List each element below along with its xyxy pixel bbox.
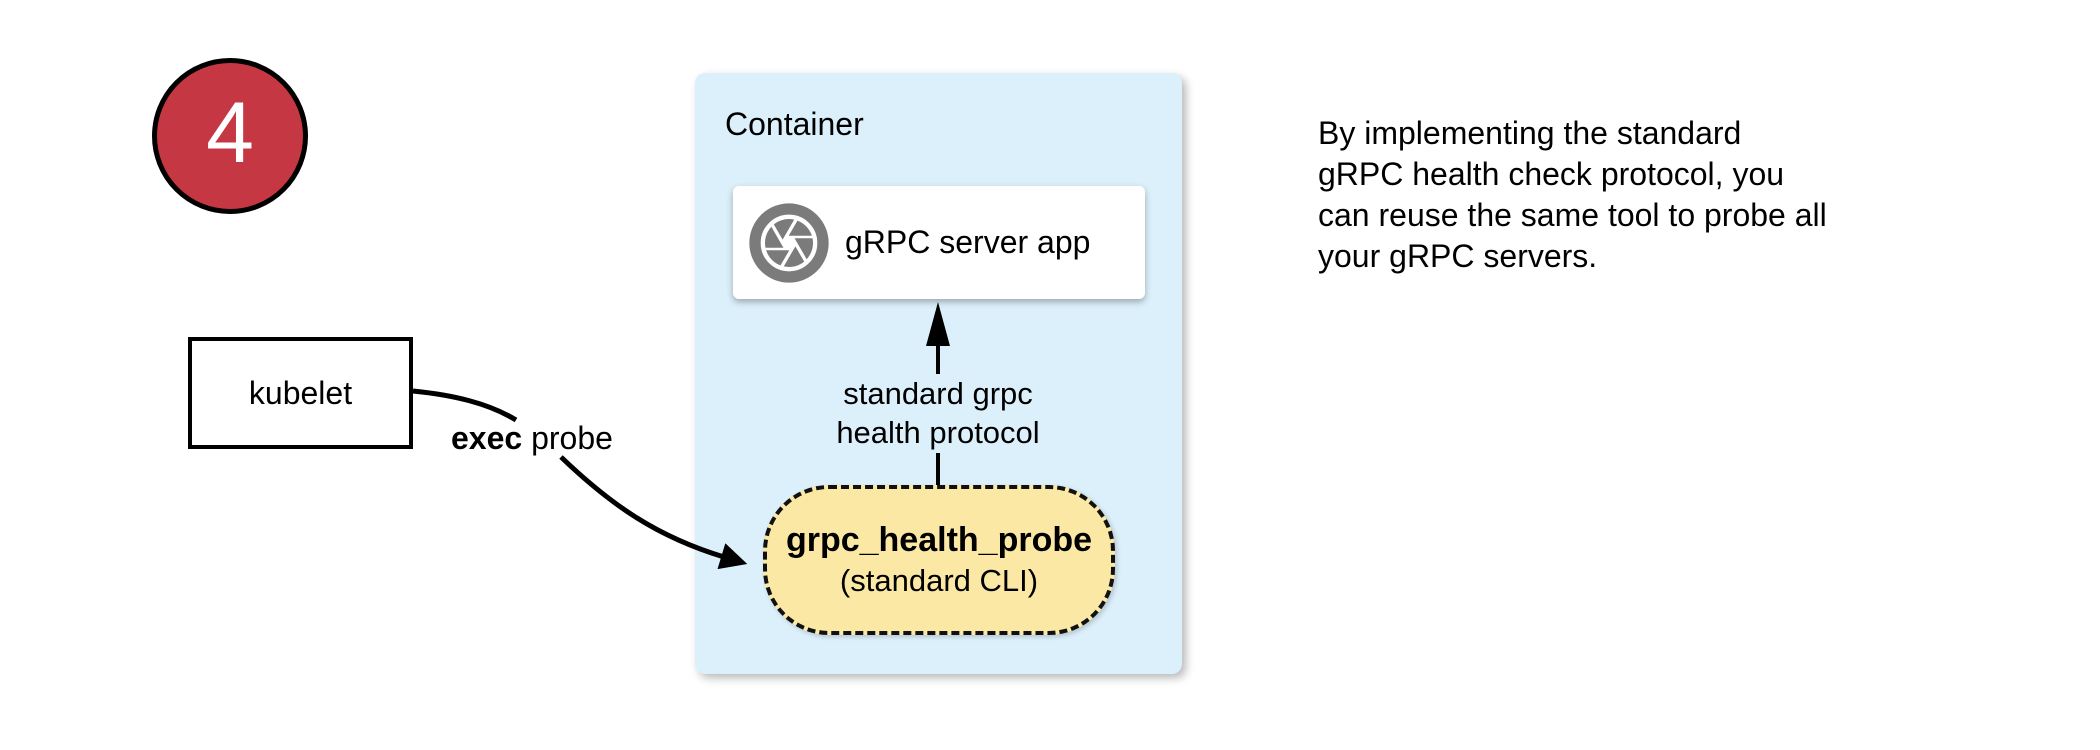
kubelet-label: kubelet: [248, 374, 353, 411]
exec-probe-arrow-segment-1: [412, 388, 518, 423]
container-box: Container gRPC server app standard grpc …: [695, 73, 1182, 674]
grpc-aperture-icon: [749, 202, 829, 283]
grpc-server-box: gRPC server app: [733, 186, 1145, 299]
grpc-health-probe-title: grpc_health_probe: [785, 521, 1093, 559]
step-badge: 4: [152, 58, 308, 214]
kubelet-box: kubelet: [188, 337, 413, 449]
note-text: By implementing the standard gRPC health…: [1318, 115, 1827, 274]
exec-probe-label-bold: exec: [451, 420, 523, 456]
exec-probe-label-rest: probe: [531, 420, 613, 456]
container-title: Container: [725, 106, 864, 142]
exec-probe-label: exec probe: [451, 420, 613, 457]
health-protocol-label: standard grpc health protocol: [836, 376, 1040, 450]
step-number: 4: [206, 85, 254, 181]
grpc-server-label: gRPC server app: [845, 224, 1091, 260]
grpc-health-probe-subtitle: (standard CLI): [839, 563, 1039, 598]
grpc-health-probe-box: grpc_health_probe (standard CLI): [763, 485, 1115, 635]
